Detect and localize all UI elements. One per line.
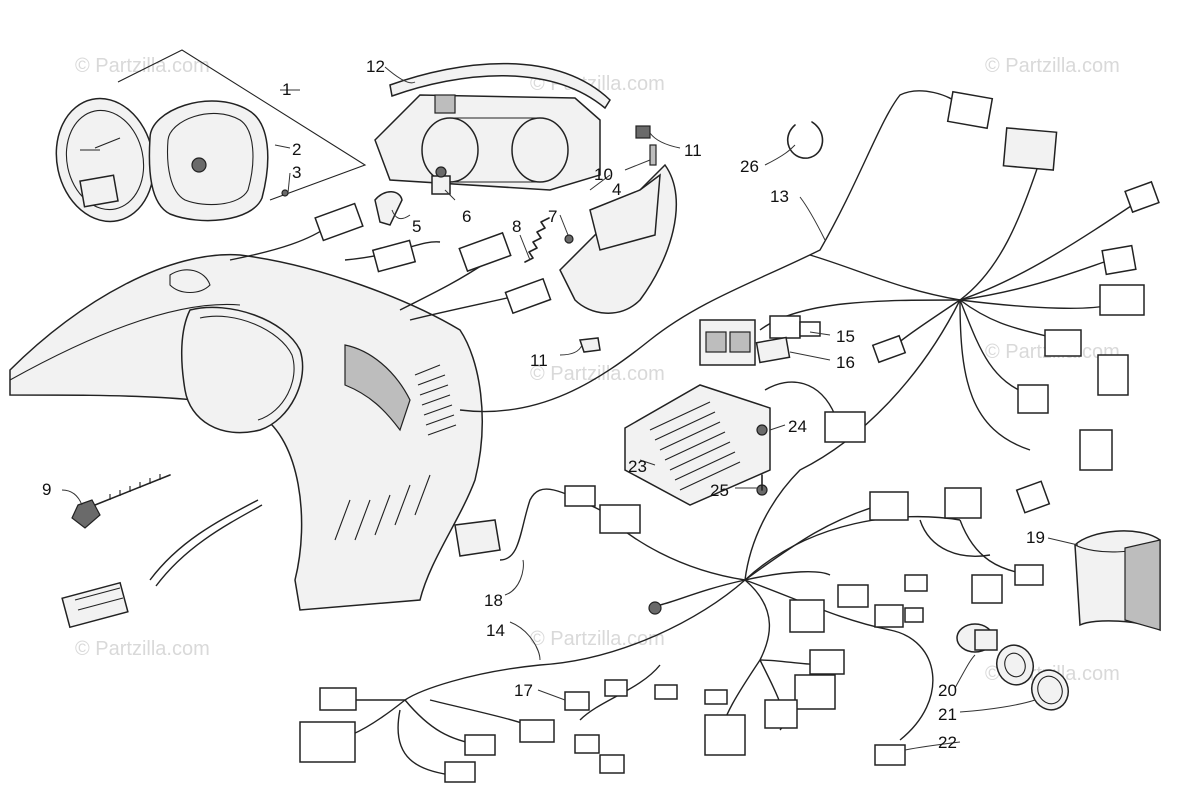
callout-14: 14 (486, 621, 505, 640)
callout-6: 6 (462, 207, 471, 226)
bulb-socket (374, 166, 451, 226)
callout-12: 12 (366, 57, 385, 76)
ignition-switch (956, 623, 1069, 711)
headlight-sub-harness (229, 202, 552, 321)
callout-24: 24 (788, 417, 807, 436)
wire-clip (786, 121, 824, 159)
callout-13: 13 (770, 187, 789, 206)
watermark-bottom-left: © Partzilla.com (75, 638, 210, 660)
watermark-top-right: © Partzilla.com (985, 55, 1120, 77)
callout-25: 25 (710, 481, 729, 500)
relay-block (699, 315, 821, 366)
callout-7: 7 (548, 207, 557, 226)
watermark-bottom-center: © Partzilla.com (530, 628, 665, 650)
callout-8: 8 (512, 217, 521, 236)
callout-9: 9 (42, 480, 51, 499)
cdi-module (624, 381, 866, 506)
callout-21: 21 (938, 705, 957, 724)
callout-4: 4 (612, 180, 621, 199)
callout-17: 17 (514, 681, 533, 700)
gauge-cable (61, 499, 263, 629)
callout-19: 19 (1026, 528, 1045, 547)
callout-15: 15 (836, 327, 855, 346)
callout-20: 20 (938, 681, 957, 700)
callout-18: 18 (484, 591, 503, 610)
front-fender-body (9, 253, 483, 611)
gauge-cluster (55, 49, 367, 223)
callout-22: 22 (938, 733, 957, 752)
callout-11-top: 11 (684, 141, 702, 160)
watermark-mid-center: © Partzilla.com (530, 363, 665, 385)
callout-1: 1 (282, 80, 291, 99)
callout-23: 23 (628, 457, 647, 476)
callout-3: 3 (292, 163, 301, 182)
main-harness-upper (459, 90, 1160, 581)
callout-2: 2 (292, 140, 301, 159)
headlight-assembly (374, 62, 678, 353)
callout-26: 26 (740, 157, 759, 176)
callout-5: 5 (412, 217, 421, 236)
callout-11-bottom: 11 (530, 351, 548, 370)
callout-16: 16 (836, 353, 855, 372)
long-bolt (71, 474, 171, 529)
callout-leaders (61, 66, 1079, 751)
watermark-top-left: © Partzilla.com (75, 55, 210, 77)
callout-labels: 1 2 3 4 5 6 7 8 9 10 11 11 12 13 14 15 1… (42, 57, 1045, 752)
main-harness-lower (299, 485, 1044, 783)
callout-10: 10 (594, 165, 613, 184)
protective-sleeve (1074, 530, 1161, 632)
